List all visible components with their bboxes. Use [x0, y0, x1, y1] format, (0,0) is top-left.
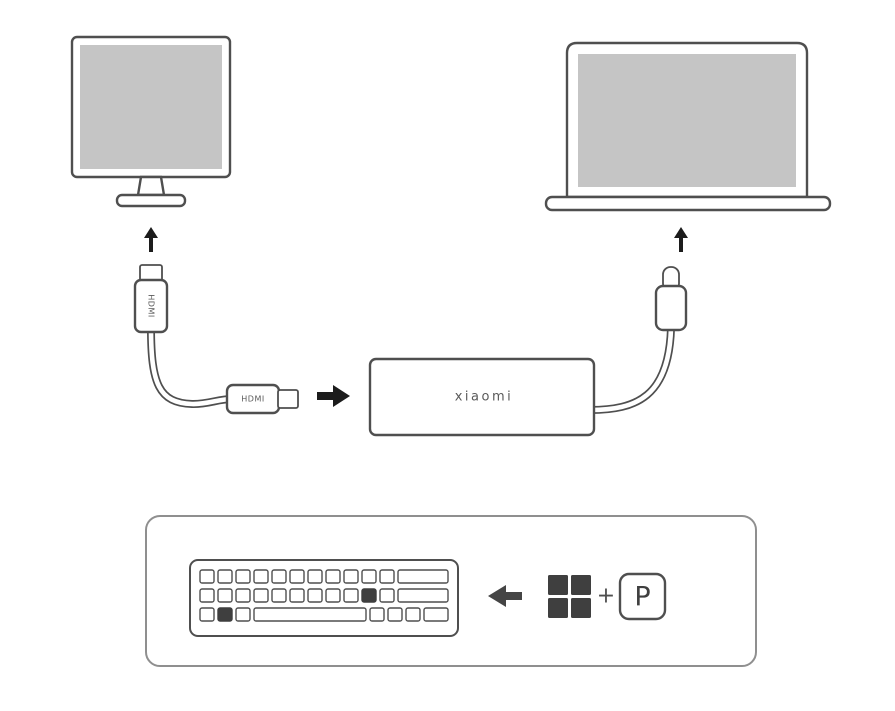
keyboard-key: [369, 607, 385, 622]
keyboard-key: [387, 607, 403, 622]
hub-brand-label: xiaomi: [455, 390, 514, 405]
shortcut-panel: + P: [145, 515, 757, 667]
usb-c-plug-body: [654, 284, 688, 332]
usb-c-cable: [589, 327, 675, 414]
windows-logo-square: [548, 575, 568, 595]
right-arrow-icon: [317, 385, 350, 407]
laptop-screen: [578, 54, 796, 187]
keyboard-key: [307, 569, 323, 584]
laptop-base: [544, 195, 832, 212]
windows-logo-square: [548, 598, 568, 618]
keyboard-key: [235, 569, 251, 584]
keyboard-key: [271, 588, 287, 603]
keyboard-key-wide: [423, 607, 449, 622]
monitor-stand-neck: [136, 175, 166, 197]
usb-c-cable-wire: [589, 327, 675, 414]
p-keycap-outline: [618, 572, 667, 621]
hdmi-cable: HDMI HDMI: [133, 264, 299, 415]
keyboard-key: [217, 588, 233, 603]
hdmi-cable-wire-core: [148, 327, 233, 407]
keyboard-key-wide: [397, 569, 449, 584]
up-arrow-laptop-icon: [674, 227, 688, 252]
plus-label: +: [597, 584, 615, 609]
keyboard-key: [235, 588, 251, 603]
windows-logo-square: [571, 598, 591, 618]
monitor-stand-base: [115, 193, 187, 208]
usb-c-hub: xiaomi: [368, 357, 596, 437]
keyboard-key: [235, 607, 251, 622]
keyboard-key: [217, 569, 233, 584]
keyboard-key: [199, 588, 215, 603]
keyboard-key: [199, 607, 215, 622]
windows-key-highlight: [217, 607, 233, 622]
keyboard-key-wide: [397, 588, 449, 603]
keyboard-key: [307, 588, 323, 603]
keyboard-key: [253, 588, 269, 603]
left-arrow-icon: [488, 585, 522, 607]
monitor-screen: [80, 45, 222, 169]
keyboard-key: [325, 569, 341, 584]
p-keycap-label: P: [634, 582, 650, 613]
keyboard-key: [343, 588, 359, 603]
usb-c-cable-wire-core: [589, 327, 674, 413]
windows-logo-icon: [548, 575, 591, 618]
keyboard-key: [379, 569, 395, 584]
hdmi-plug-horizontal: HDMI: [225, 383, 299, 415]
hdmi-plug-horizontal-tip: [277, 389, 299, 409]
keyboard-illustration: [189, 559, 459, 637]
keyboard-spacebar: [253, 607, 367, 622]
keyboard-key: [379, 588, 395, 603]
keyboard-key: [199, 569, 215, 584]
keyboard-key: [289, 588, 305, 603]
hdmi-label-horizontal: HDMI: [241, 395, 264, 404]
hdmi-plug-vertical-body: [133, 278, 169, 334]
up-arrow-monitor-icon: [144, 227, 158, 252]
hub-body: [368, 357, 596, 437]
p-keycap: P: [618, 572, 667, 621]
p-key-highlight: [361, 588, 377, 603]
external-monitor: [70, 35, 232, 208]
hdmi-plug-vertical: HDMI: [133, 264, 169, 334]
keyboard-key: [289, 569, 305, 584]
keyboard-key: [271, 569, 287, 584]
keyboard-key: [361, 569, 377, 584]
keyboard-key: [325, 588, 341, 603]
windows-logo-square: [571, 575, 591, 595]
laptop: [544, 41, 832, 212]
keyboard-key: [405, 607, 421, 622]
keyboard-key: [343, 569, 359, 584]
hdmi-label-vertical: HDMI: [147, 294, 156, 317]
usb-c-plug: [654, 266, 688, 332]
keyboard-key: [253, 569, 269, 584]
